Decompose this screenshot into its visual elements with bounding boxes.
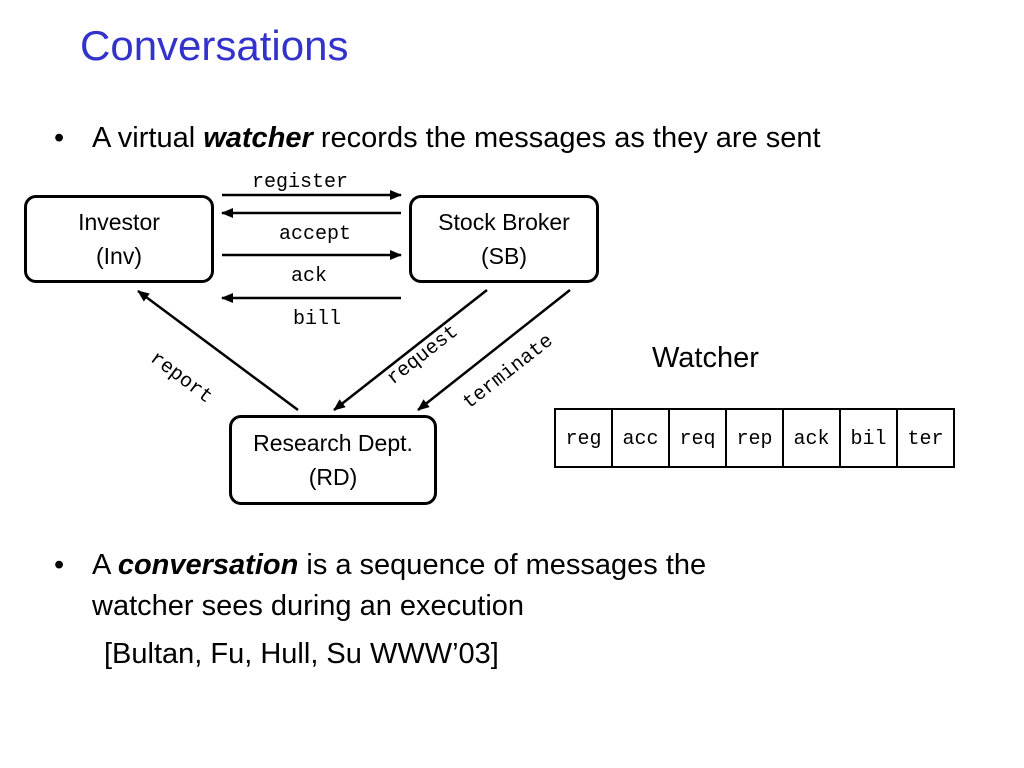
msg-register: register (252, 171, 349, 194)
node-investor-name: Investor (78, 209, 160, 235)
node-investor-abbrev: (Inv) (96, 243, 142, 269)
msg-ack: ack (291, 265, 328, 288)
bullet-text-suffix: is a sequence of messages the (298, 549, 707, 581)
node-stock-broker-name: Stock Broker (438, 209, 570, 235)
terminate-arrow (417, 289, 571, 411)
msg-accept: accept (279, 223, 352, 246)
request-arrow (333, 289, 488, 411)
watcher-sequence-row: reg acc req rep ack bil ter (554, 408, 955, 468)
bullet-emphasis: conversation (117, 549, 299, 581)
watcher-cell: rep (725, 408, 784, 468)
node-research-dept-name: Research Dept. (253, 430, 413, 456)
watcher-cell: reg (554, 408, 613, 468)
bullet-marker: • (54, 122, 65, 154)
bullet-text-prefix: A virtual (92, 122, 204, 154)
node-research-dept-abbrev: (RD) (308, 464, 358, 490)
slide-title: Conversations (80, 22, 349, 69)
bullet-text-line2: watcher sees during an execution (92, 590, 525, 622)
watcher-cell: bil (839, 408, 898, 468)
node-stock-broker: Stock Broker (SB) (409, 195, 599, 283)
watcher-cell: acc (611, 408, 670, 468)
node-research-dept: Research Dept. (RD) (229, 415, 437, 505)
bullet-watcher: • A virtual watcher records the messages… (54, 118, 821, 159)
node-investor: Investor (Inv) (24, 195, 214, 283)
citation: [Bultan, Fu, Hull, Su WWW’03] (104, 638, 499, 670)
bullet-text-prefix: A (92, 549, 118, 581)
watcher-label: Watcher (652, 342, 759, 374)
watcher-cell: ack (782, 408, 841, 468)
bullet-conversation: • A conversation is a sequence of messag… (54, 545, 707, 627)
msg-bill: bill (293, 308, 342, 331)
bullet-emphasis: watcher (203, 122, 313, 154)
watcher-sequence-table: reg acc req rep ack bil ter (554, 408, 955, 468)
node-stock-broker-abbrev: (SB) (481, 243, 527, 269)
watcher-cell: req (668, 408, 727, 468)
report-arrow (137, 289, 299, 412)
bullet-text-suffix: records the messages as they are sent (312, 122, 821, 154)
bullet-marker: • (54, 549, 65, 581)
watcher-cell: ter (896, 408, 955, 468)
